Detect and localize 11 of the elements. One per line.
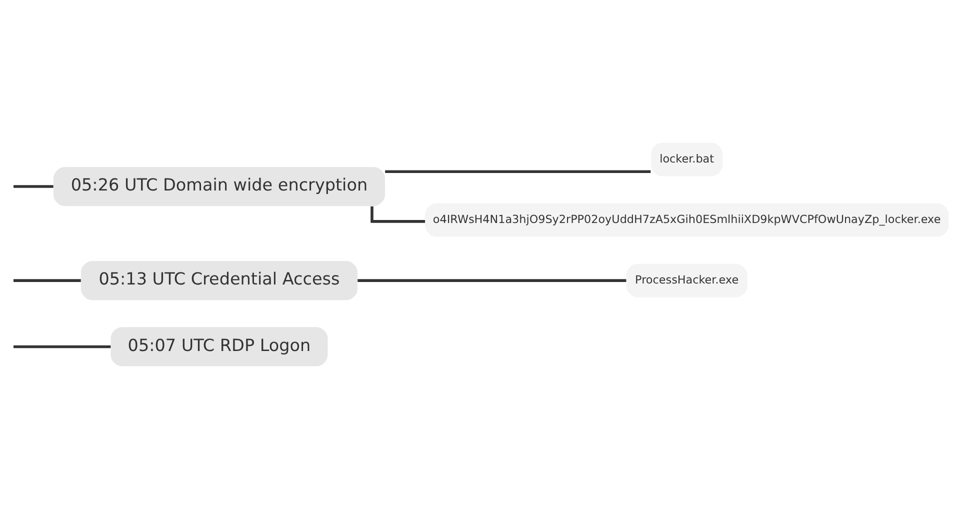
- node-box: 05:26 UTC Domain wide encryption: [53, 166, 386, 206]
- connector: [14, 279, 81, 282]
- node-box: 05:13 UTC Credential Access: [80, 261, 358, 300]
- node-box: 05:07 UTC RDP Logon: [110, 327, 328, 366]
- connector: [358, 279, 626, 282]
- node-box: o4IRWsH4N1a3hjO9Sy2rPP02oyUddH7zA5xGih0ESmlhiiXD9kpWVCPfOwUnayZp_locker.exe: [425, 203, 949, 237]
- node-box: locker.bat: [650, 142, 723, 176]
- node-box: ProcessHacker.exe: [626, 264, 748, 298]
- connector: [14, 345, 111, 348]
- connector: [14, 185, 54, 188]
- connector: [385, 170, 651, 173]
